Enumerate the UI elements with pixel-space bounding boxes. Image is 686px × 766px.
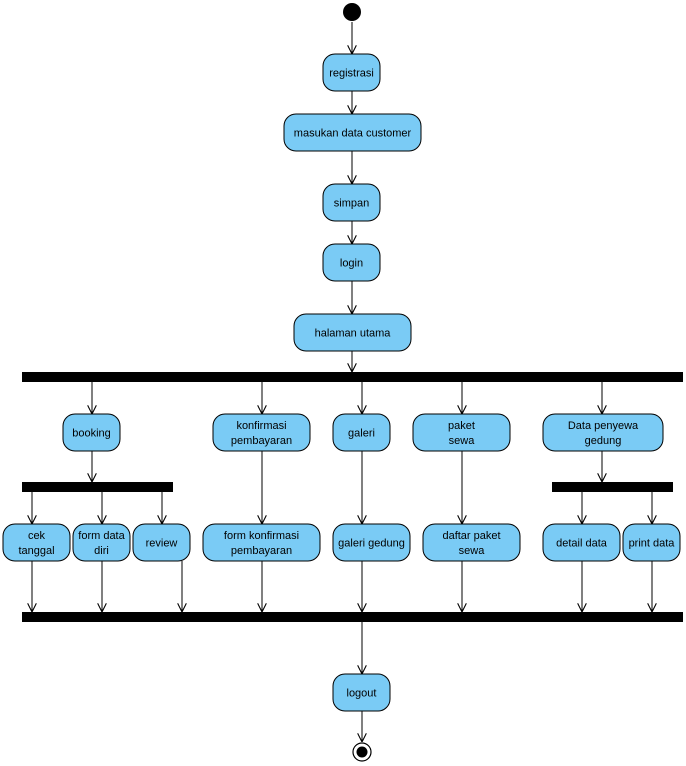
activity-label: galeri bbox=[348, 428, 375, 440]
fork-bar-booking bbox=[22, 482, 173, 492]
activity-form-data-diri: form data diri bbox=[72, 523, 131, 562]
activity-label: detail data bbox=[556, 538, 608, 550]
activity-box bbox=[72, 523, 131, 562]
activity-label: masukan data customer bbox=[294, 128, 412, 140]
fork-bar-main bbox=[22, 372, 683, 382]
activity-konfirmasi-pembayaran: konfirmasi pembayaran bbox=[212, 413, 311, 452]
activity-box bbox=[293, 313, 412, 352]
activity-label: print data bbox=[629, 538, 676, 550]
activity-label: login bbox=[340, 258, 363, 270]
activity-registrasi: registrasi bbox=[322, 53, 381, 92]
activity-label: halaman utama bbox=[315, 328, 392, 340]
activity-label: form konfirmasi bbox=[224, 530, 299, 542]
activity-galeri-gedung: galeri gedung bbox=[332, 523, 411, 562]
activity-box bbox=[322, 243, 381, 282]
activity-label: pembayaran bbox=[231, 435, 292, 447]
activity-box bbox=[332, 413, 391, 452]
activity-box bbox=[332, 523, 411, 562]
activity-label: Data penyewa bbox=[568, 420, 639, 432]
activity-box bbox=[412, 413, 511, 452]
activity-box bbox=[422, 523, 521, 562]
activity-label: sewa bbox=[449, 435, 476, 447]
activity-label: pembayaran bbox=[231, 545, 292, 557]
edges bbox=[32, 22, 652, 742]
fork-bar-data bbox=[552, 482, 673, 492]
activity-label: review bbox=[146, 538, 178, 550]
activity-label: daftar paket bbox=[442, 530, 500, 542]
initial-node bbox=[343, 3, 361, 21]
activity-paket-sewa: paket sewa bbox=[412, 413, 511, 452]
activity-label: konfirmasi bbox=[236, 420, 286, 432]
activity-halaman-utama: halaman utama bbox=[293, 313, 412, 352]
activity-box bbox=[322, 53, 381, 92]
activity-login: login bbox=[322, 243, 381, 282]
activity-form-konfirmasi-pembayaran: form konfirmasi pembayaran bbox=[202, 523, 321, 562]
activity-label: tanggal bbox=[18, 545, 54, 557]
activity-label: gedung bbox=[585, 435, 622, 447]
activity-box bbox=[322, 183, 381, 222]
activity-label: form data bbox=[78, 530, 125, 542]
activity-galeri: galeri bbox=[332, 413, 391, 452]
activity-box bbox=[542, 413, 664, 452]
activity-print-data: print data bbox=[622, 523, 681, 562]
activity-detail-data: detail data bbox=[542, 523, 621, 562]
final-node bbox=[352, 742, 372, 762]
activity-box bbox=[283, 113, 422, 152]
activity-label: paket bbox=[448, 420, 475, 432]
activity-logout: logout bbox=[332, 673, 391, 712]
nodes: registrasi masukan data customer simpan log… bbox=[2, 3, 681, 762]
activity-label: booking bbox=[72, 428, 111, 440]
activity-box bbox=[212, 413, 311, 452]
activity-label: simpan bbox=[334, 198, 369, 210]
join-bar-main bbox=[22, 612, 683, 622]
activity-simpan: simpan bbox=[322, 183, 381, 222]
activity-box bbox=[132, 523, 191, 562]
activity-booking: booking bbox=[62, 413, 121, 452]
activity-label: sewa bbox=[459, 545, 486, 557]
activity-box bbox=[622, 523, 681, 562]
activity-label: logout bbox=[347, 688, 377, 700]
activity-box bbox=[202, 523, 321, 562]
activity-data-penyewa-gedung: Data penyewa gedung bbox=[542, 413, 664, 452]
activity-box bbox=[332, 673, 391, 712]
activity-label: cek bbox=[28, 530, 46, 542]
activity-label: registrasi bbox=[329, 68, 374, 80]
sync-bars bbox=[22, 372, 683, 622]
activity-masukan-data-customer: masukan data customer bbox=[283, 113, 422, 152]
activity-box bbox=[542, 523, 621, 562]
activity-box bbox=[2, 523, 71, 562]
activity-daftar-paket-sewa: daftar paket sewa bbox=[422, 523, 521, 562]
activity-review: review bbox=[132, 523, 191, 562]
activity-box bbox=[62, 413, 121, 452]
activity-label: diri bbox=[94, 545, 109, 557]
activity-label: galeri gedung bbox=[338, 538, 405, 550]
activity-cek-tanggal: cek tanggal bbox=[2, 523, 71, 562]
